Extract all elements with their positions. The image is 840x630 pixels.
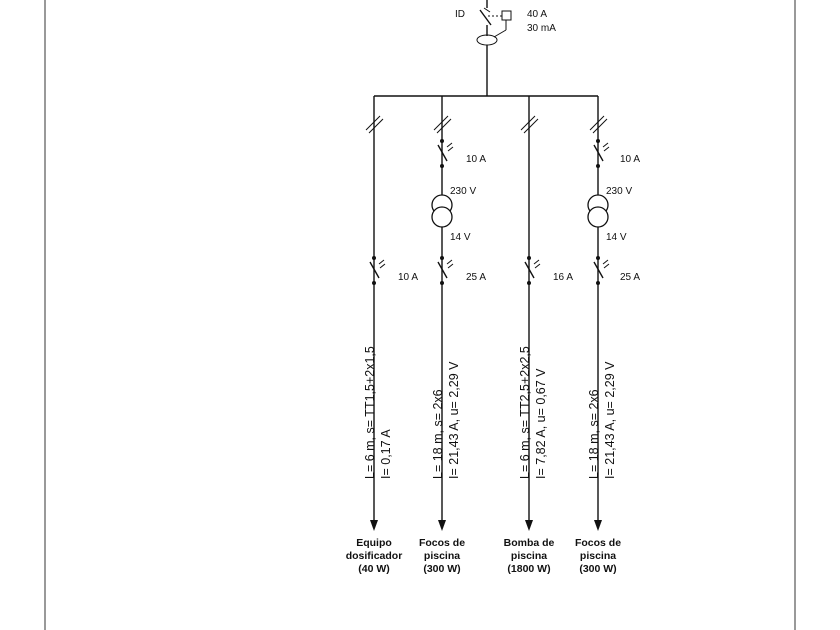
load-name-line2: piscina <box>424 550 460 562</box>
load-name-line2: piscina <box>511 550 547 562</box>
circuit-breaker-bottom <box>524 256 541 285</box>
conductor-tick-marks <box>589 115 608 134</box>
load-power: (300 W) <box>423 563 460 575</box>
current-label: I= 21,43 A, u= 2,29 V <box>603 361 617 479</box>
cable-spec-label: L= 18 m, s= 2x6 <box>431 389 445 479</box>
circuit-2: 10 A 230 V 14 V 25 A L= 18 m, s= 2x6 I= … <box>419 96 486 575</box>
circuit-3: 16 A L= 6 m, s= TT2,5+2x2,5 I= 7,82 A, u… <box>504 96 573 575</box>
circuit-breaker-top <box>593 139 610 168</box>
transformer-secondary-voltage: 14 V <box>606 232 627 243</box>
protection-bottom-label: 16 A <box>553 272 573 283</box>
cable-spec-label: L= 6 m, s= TT1,5+2x1,5 <box>363 346 377 479</box>
load-name-line1: Focos de <box>419 537 465 549</box>
transformer-symbol <box>587 194 609 228</box>
main-switch-id-label: ID <box>455 9 465 20</box>
circuit-breaker-bottom <box>437 256 454 285</box>
cable-spec-label: L= 18 m, s= 2x6 <box>587 389 601 479</box>
load-power: (1800 W) <box>507 563 550 575</box>
main-switch-sensitivity: 30 mA <box>527 23 556 34</box>
current-label: I= 0,17 A <box>379 429 393 479</box>
current-label: I= 7,82 A, u= 0,67 V <box>534 368 548 479</box>
conductor-tick-marks <box>520 115 539 134</box>
circuit-breaker-bottom <box>593 256 610 285</box>
main-differential-switch: ID 40 A 30 mA <box>455 0 556 96</box>
circuit-breaker-top <box>437 139 454 168</box>
transformer-secondary-voltage: 14 V <box>450 232 471 243</box>
protection-bottom-label: 10 A <box>398 272 418 283</box>
load-arrow <box>370 520 378 531</box>
conductor-tick-marks <box>365 115 384 134</box>
load-name-line2: piscina <box>580 550 616 562</box>
protection-bottom-label: 25 A <box>620 272 640 283</box>
circuit-breaker-bottom <box>369 256 386 285</box>
protection-bottom-label: 25 A <box>466 272 486 283</box>
load-arrow <box>594 520 602 531</box>
transformer-primary-voltage: 230 V <box>606 186 632 197</box>
protection-top-label: 10 A <box>466 154 486 165</box>
load-arrow <box>438 520 446 531</box>
current-label: I= 21,43 A, u= 2,29 V <box>447 361 461 479</box>
circuit-4: 10 A 230 V 14 V 25 A L= 18 m, s= 2x6 I= … <box>575 96 640 575</box>
conductor-tick-marks <box>433 115 452 134</box>
load-power: (300 W) <box>579 563 616 575</box>
load-name-line1: Focos de <box>575 537 621 549</box>
main-switch-rating: 40 A <box>527 9 547 20</box>
load-power: (40 W) <box>358 563 390 575</box>
transformer-symbol <box>431 194 453 228</box>
load-name-line2: dosificador <box>346 550 403 562</box>
cable-spec-label: L= 6 m, s= TT2,5+2x2,5 <box>518 346 532 479</box>
load-name-line1: Bomba de <box>504 537 555 549</box>
transformer-primary-voltage: 230 V <box>450 186 476 197</box>
load-arrow <box>525 520 533 531</box>
load-name-line1: Equipo <box>356 537 392 549</box>
circuit-1: 10 A L= 6 m, s= TT1,5+2x1,5 I= 0,17 A Eq… <box>346 96 418 575</box>
protection-top-label: 10 A <box>620 154 640 165</box>
